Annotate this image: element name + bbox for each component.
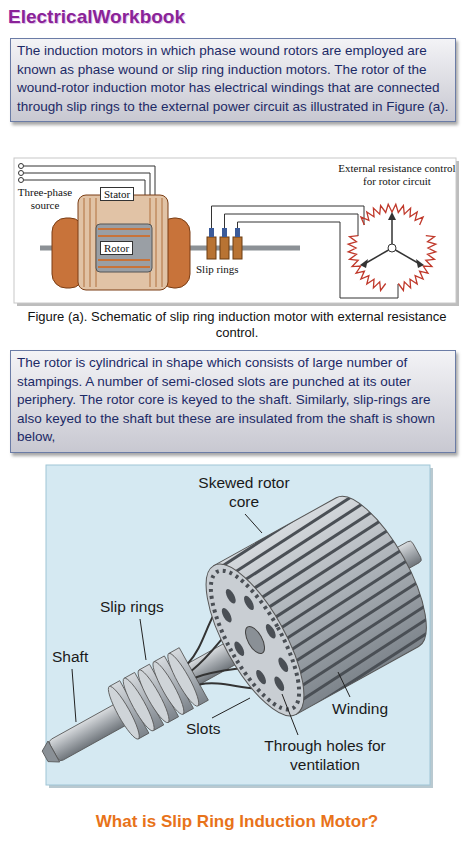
part-label: Winding: [332, 700, 388, 719]
rotor-illustration: [0, 465, 465, 844]
skewed-slots: [210, 475, 456, 728]
panel-text: The rotor is cylindrical in shape which …: [17, 354, 449, 447]
leader-line: [282, 694, 298, 735]
slip-ring-face: [163, 651, 203, 709]
shaft-tip: [39, 741, 59, 767]
slip-ring: [207, 237, 216, 259]
slot-ring: [194, 559, 315, 721]
vent-hole: [242, 594, 256, 611]
vent-hole: [220, 607, 234, 624]
vent-hole: [272, 675, 286, 692]
resistor-arc: [398, 236, 436, 291]
part-label: Slip rings: [100, 598, 164, 617]
page-title: What is Slip Ring Induction Motor?: [0, 812, 474, 832]
resistor-arc: [348, 236, 386, 291]
brush: [235, 228, 240, 237]
shaft-hub: [242, 623, 269, 656]
core-face: [188, 551, 323, 729]
figure-a: [14, 158, 459, 306]
vent-hole: [224, 588, 238, 605]
leader-line: [212, 698, 250, 718]
vent-hole: [264, 623, 278, 640]
lamination: [90, 198, 91, 287]
part-label: Through holes for ventilation: [262, 737, 388, 774]
wiper-hub: [388, 244, 396, 252]
leader-line: [72, 669, 76, 722]
brush: [222, 228, 227, 237]
part-label: Slip rings: [196, 263, 238, 276]
brush: [209, 228, 214, 237]
rotor-bar: [98, 259, 150, 261]
part-label: Shaft: [52, 648, 88, 667]
vent-hole: [232, 640, 246, 657]
part-label: Stator: [100, 187, 134, 201]
slip-ring-assembly: [207, 228, 242, 259]
text-panel: The rotor is cylindrical in shape which …: [10, 350, 456, 453]
leader-line: [245, 514, 262, 533]
leader-line: [338, 672, 350, 697]
rotor-wire: [225, 214, 359, 236]
lamination: [156, 198, 157, 287]
part-label: Three-phase source: [16, 186, 74, 211]
lamination: [84, 198, 85, 287]
figure-frame: [14, 158, 456, 303]
wiper-tip: [388, 212, 396, 220]
slip-ring: [233, 237, 242, 259]
vent-hole: [276, 656, 290, 673]
rotor-wires: [212, 206, 399, 298]
ventilation-holes: [208, 579, 302, 701]
lamination: [162, 198, 163, 287]
terminal: [19, 178, 24, 183]
rotor-core: [96, 224, 152, 272]
wiper-tip: [360, 259, 368, 268]
rotor-bar: [98, 235, 150, 237]
slot: [286, 611, 445, 706]
rotor-wire: [212, 206, 365, 228]
slip-ring: [220, 237, 229, 259]
panel-text: The induction motors in which phase woun…: [17, 42, 449, 116]
leader-line: [140, 619, 146, 660]
figure-caption: Figure (a). Schematic of slip ring induc…: [20, 309, 454, 341]
wiper-arms: [364, 216, 419, 264]
wiper-arm: [364, 248, 392, 264]
vent-hole: [254, 668, 268, 685]
leader-lines: [72, 514, 350, 735]
part-label: Skewed rotor core: [198, 474, 290, 511]
wiper-arm: [392, 248, 420, 264]
wiper-arm: [391, 216, 393, 248]
text-panel: The induction motors in which phase woun…: [10, 38, 456, 122]
rotor-wire: [238, 222, 399, 298]
slot: [222, 496, 381, 591]
resistor-symbol: [348, 204, 436, 290]
terminal: [19, 164, 24, 169]
rotor-bars: [98, 229, 150, 267]
part-label: External resistance control for rotor ci…: [338, 162, 456, 187]
part-label: Slots: [186, 720, 220, 739]
rotor-drawing: [0, 470, 465, 844]
rotor-bar: [98, 228, 150, 230]
rotor-bar: [98, 266, 150, 268]
slot: [298, 632, 457, 727]
wiper-tip: [416, 259, 424, 268]
brand-watermark: ElectricalWorkbook: [8, 6, 185, 28]
part-label: Rotor: [100, 241, 133, 255]
stator: [52, 195, 190, 290]
slot: [280, 601, 439, 696]
stator-core: [78, 195, 168, 290]
terminal: [19, 171, 24, 176]
laminations: [84, 198, 162, 287]
